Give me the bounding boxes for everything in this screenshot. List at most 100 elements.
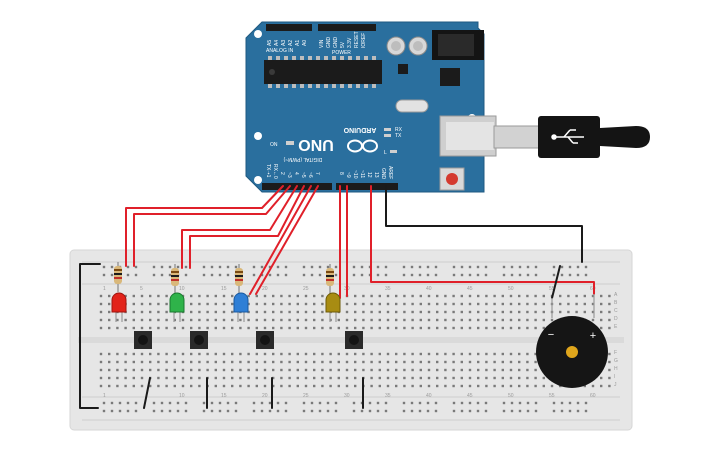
usb-plug-metal <box>493 125 541 149</box>
breadboard-hole <box>280 352 283 356</box>
breadboard-hole <box>534 318 537 322</box>
breadboard-hole <box>318 409 322 413</box>
breadboard-hole <box>214 384 217 388</box>
breadboard-hole <box>542 294 545 298</box>
breadboard-hole <box>550 384 554 388</box>
reset-button-cap[interactable] <box>446 173 458 185</box>
breadboard-hole <box>272 376 275 380</box>
breadboard-hole <box>263 368 267 372</box>
breadboard-hole <box>460 409 464 413</box>
breadboard-hole <box>263 376 267 380</box>
jumper-rail <box>551 265 561 299</box>
breadboard-hole <box>206 368 209 372</box>
breadboard-hole <box>411 318 414 322</box>
pushbutton-3[interactable] <box>256 331 274 349</box>
breadboard-hole <box>352 265 356 269</box>
breadboard-hole <box>444 318 447 322</box>
breadboard-hole <box>378 326 381 330</box>
breadboard-hole <box>419 294 422 298</box>
analog-header <box>266 24 312 31</box>
breadboard-hole <box>288 318 291 322</box>
breadboard-hole <box>502 409 506 413</box>
breadboard-hole <box>313 384 316 388</box>
breadboard-hole <box>370 352 373 356</box>
wire-pin12-buzzer <box>370 185 595 295</box>
breadboard-hole <box>354 368 357 372</box>
breadboard-hole <box>190 352 193 356</box>
breadboard-hole <box>402 409 406 413</box>
resistor-3 <box>235 264 243 294</box>
breadboard-hole <box>411 326 414 330</box>
breadboard-hole <box>202 409 206 413</box>
microcontroller-chip <box>264 60 382 84</box>
chip-pin <box>340 84 344 88</box>
breadboard-hole <box>534 326 537 330</box>
breadboard-hole <box>444 368 447 372</box>
breadboard-hole <box>510 273 514 277</box>
breadboard-hole <box>436 302 439 306</box>
breadboard-hole <box>165 302 168 306</box>
breadboard-hole <box>608 310 611 314</box>
breadboard-hole <box>280 326 283 330</box>
breadboard-hole <box>202 273 206 277</box>
breadboard-hole <box>252 401 256 405</box>
breadboard-hole <box>126 273 130 277</box>
breadboard-hole <box>427 326 431 330</box>
breadboard-hole <box>99 384 103 388</box>
wire-pin6 <box>249 185 312 295</box>
chip-pins <box>268 56 376 88</box>
breadboard-hole <box>460 360 463 364</box>
breadboard-hole <box>226 409 230 413</box>
breadboard-hole <box>231 326 234 330</box>
breadboard-hole <box>418 273 422 277</box>
chip-pin <box>316 56 320 60</box>
breadboard-hole <box>214 294 217 298</box>
breadboard-hole <box>231 376 234 380</box>
power-pin-labels: VIN GND GND 5V 3.3V RESET IOREF <box>319 31 367 48</box>
breadboard-hole <box>352 409 356 413</box>
chip-pin <box>292 84 296 88</box>
breadboard-hole <box>326 265 330 269</box>
breadboard-hole <box>234 265 238 269</box>
breadboard-hole <box>239 326 242 330</box>
breadboard-hole <box>321 294 324 298</box>
breadboard-hole <box>552 265 556 269</box>
breadboard-hole <box>534 302 537 306</box>
breadboard-hole <box>427 376 431 380</box>
breadboard-hole <box>576 409 580 413</box>
chip-pin <box>300 56 304 60</box>
breadboard-hole <box>395 384 398 388</box>
breadboard-hole <box>384 265 388 269</box>
breadboard-hole <box>444 326 447 330</box>
breadboard-hole <box>370 310 373 314</box>
breadboard-hole <box>313 360 316 364</box>
breadboard-hole <box>214 326 217 330</box>
breadboard-hole <box>452 326 455 330</box>
breadboard-hole <box>485 360 488 364</box>
breadboard-hole <box>376 401 380 405</box>
breadboard-hole <box>132 376 135 380</box>
pushbutton-2[interactable] <box>190 331 208 349</box>
pushbutton-4[interactable] <box>345 331 363 349</box>
crystal-oscillator <box>395 99 429 113</box>
breadboard-hole <box>452 368 455 372</box>
breadboard-hole <box>410 273 414 277</box>
breadboard-hole <box>411 384 414 388</box>
breadboard-hole <box>354 302 357 306</box>
breadboard-hole <box>210 273 214 277</box>
pushbutton-1[interactable] <box>134 331 152 349</box>
breadboard-hole <box>263 326 267 330</box>
breadboard-hole <box>534 360 537 364</box>
breadboard-hole <box>318 265 322 269</box>
breadboard-hole <box>403 318 406 322</box>
breadboard-hole <box>452 360 455 364</box>
breadboard-hole <box>376 265 380 269</box>
breadboard-hole <box>362 352 365 356</box>
breadboard-hole <box>321 302 324 306</box>
breadboard-hole <box>284 273 288 277</box>
breadboard-hole <box>452 401 456 405</box>
breadboard-hole <box>477 294 480 298</box>
l-label: L <box>384 150 387 156</box>
pin-gnd-1: GND <box>326 37 332 49</box>
